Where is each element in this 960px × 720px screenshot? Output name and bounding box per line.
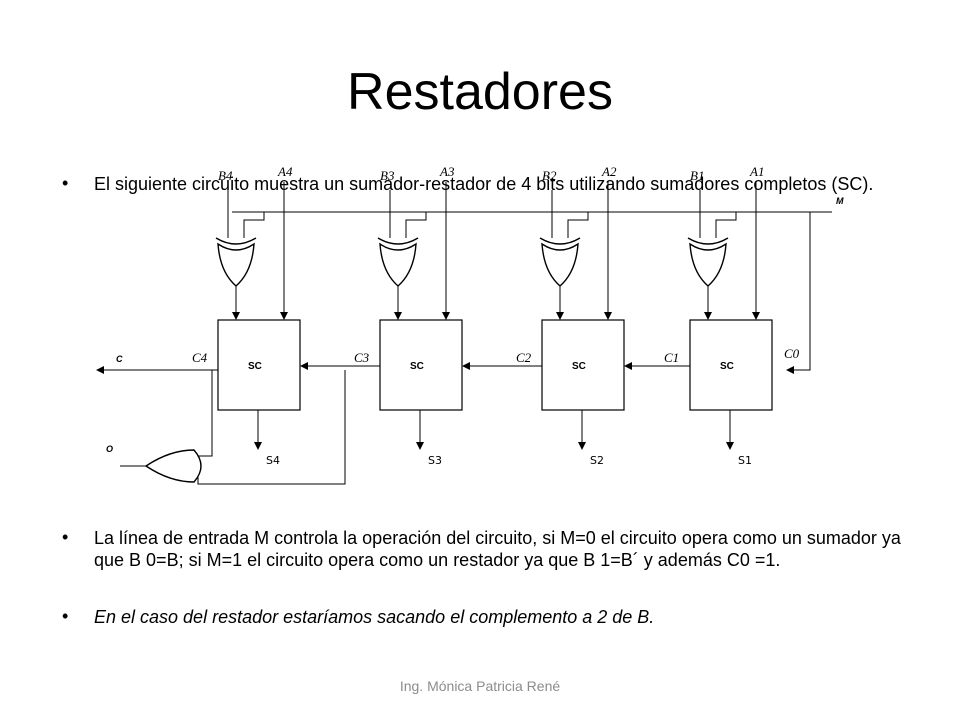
carry-arrow <box>300 362 308 370</box>
sum-output-label: S1 <box>738 454 752 467</box>
a-label: A3 <box>439 164 455 179</box>
a-input-arrow <box>604 312 612 320</box>
b-label: B1 <box>690 168 704 183</box>
bullet-3-text: En el caso del restador estaríamos sacan… <box>94 607 655 627</box>
c0-arrow <box>786 366 794 374</box>
sum-output-arrow <box>726 442 734 450</box>
carry-arrow <box>462 362 470 370</box>
m-label: M <box>836 196 844 206</box>
carry-label: C2 <box>516 350 532 365</box>
a-label: A4 <box>277 164 293 179</box>
c0-line <box>788 212 811 371</box>
xor-to-sc-arrow <box>232 312 240 320</box>
b-label: B4 <box>218 168 233 183</box>
xor-to-sc-arrow <box>394 312 402 320</box>
a-input-arrow <box>442 312 450 320</box>
c0-label: C0 <box>784 346 800 361</box>
b-label: B2 <box>542 168 557 183</box>
carry-label: C1 <box>664 350 679 365</box>
xor-back-curve <box>687 237 729 245</box>
overflow-in-c4 <box>198 370 213 457</box>
sc-label: SC <box>248 361 262 372</box>
xor-back-curve <box>539 237 581 245</box>
carry-out-arrow <box>96 366 104 374</box>
xor-to-sc-arrow <box>704 312 712 320</box>
a-input-arrow <box>280 312 288 320</box>
bullet-1-text: El siguiente circuito muestra un sumador… <box>94 174 874 194</box>
overflow-in-c3 <box>197 370 346 485</box>
sum-output-arrow <box>578 442 586 450</box>
sum-output-label: S2 <box>590 454 604 467</box>
m-tap-line <box>405 212 427 240</box>
slide-title: Restadores <box>347 63 613 121</box>
xor-to-sc-arrow <box>556 312 564 320</box>
xor-gate <box>689 242 727 287</box>
sc-label: SC <box>410 361 424 372</box>
overflow-label: O <box>106 444 113 454</box>
xor-gate <box>379 242 417 287</box>
sc-block <box>541 319 625 411</box>
sum-output-arrow <box>254 442 262 450</box>
carry-out-label: C <box>116 354 123 364</box>
m-tap-line <box>715 212 737 240</box>
b-label: B3 <box>380 168 395 183</box>
xor-back-curve <box>215 237 257 245</box>
sc-block <box>689 319 773 411</box>
slide-footer: Ing. Mónica Patricia René <box>399 678 561 694</box>
bullet-marker: • <box>62 606 69 626</box>
sum-output-label: S3 <box>428 454 442 467</box>
a-input-arrow <box>752 312 760 320</box>
bullet-marker: • <box>62 173 69 193</box>
bullet-marker: • <box>62 527 69 547</box>
carry-arrow <box>624 362 632 370</box>
a-label: A1 <box>749 164 764 179</box>
xor-gate <box>217 242 255 287</box>
overflow-xor-gate <box>144 449 202 483</box>
m-tap-line <box>567 212 589 240</box>
sum-output-arrow <box>416 442 424 450</box>
carry-label: C3 <box>354 350 370 365</box>
m-tap-line <box>243 212 265 240</box>
sc-label: SC <box>720 361 734 372</box>
sum-output-label: S4 <box>266 454 280 467</box>
sc-block <box>217 319 301 411</box>
sc-label: SC <box>572 361 586 372</box>
xor-gate <box>541 242 579 287</box>
carry-label: C4 <box>192 350 208 365</box>
a-label: A2 <box>601 164 617 179</box>
xor-back-curve <box>377 237 419 245</box>
bullet-2-text: La línea de entrada M controla la operac… <box>94 528 901 570</box>
sc-block <box>379 319 463 411</box>
